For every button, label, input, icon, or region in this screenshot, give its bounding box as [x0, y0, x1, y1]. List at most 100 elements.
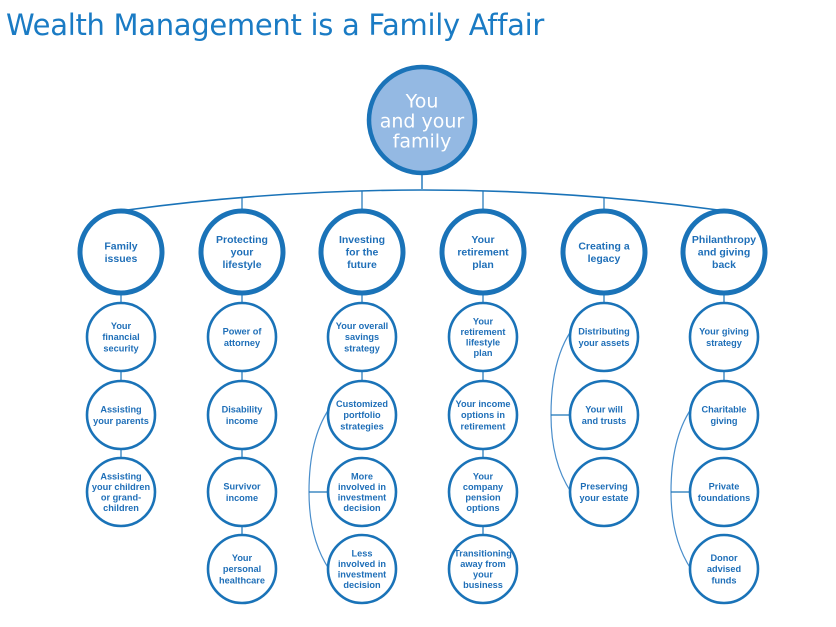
item-label-line: income — [226, 493, 258, 503]
item-label-line: children — [103, 503, 139, 513]
item-label-line: Your will — [585, 405, 623, 415]
item-circle — [447, 533, 519, 605]
root-circle — [366, 64, 478, 176]
item-label-line: Less — [352, 548, 373, 558]
category-label-line: Creating a — [578, 240, 630, 252]
item-label-line: Donor — [710, 553, 737, 563]
page-title: Wealth Management is a Family Affair — [6, 8, 544, 42]
item-label-line: Disability — [222, 405, 264, 415]
bracket-curve — [308, 408, 330, 570]
item-label-line: retirement — [461, 421, 506, 431]
item-label-line: financial — [102, 332, 139, 342]
item-label-line: business — [463, 580, 503, 590]
category-label-line: and giving — [698, 247, 751, 259]
item-circle — [206, 533, 278, 605]
item-circle — [447, 379, 519, 451]
item-label-line: pension — [465, 493, 501, 503]
item-label-line: your estate — [579, 493, 628, 503]
item-label-line: Your — [473, 316, 494, 326]
item-label-line: portfolio — [343, 410, 381, 420]
item-label-line: giving — [710, 416, 737, 426]
bracket-curve — [670, 408, 692, 570]
item-label-line: Your overall — [336, 321, 388, 331]
item-label-line: Your — [111, 321, 132, 331]
item-circle — [85, 456, 157, 528]
category-circle — [77, 208, 165, 296]
item-label-line: attorney — [224, 338, 261, 348]
bracket-curve — [550, 330, 572, 493]
item-label-line: Charitable — [702, 405, 747, 415]
category-circle — [560, 208, 648, 296]
category-label-line: Your — [471, 234, 494, 246]
item-label-line: your children — [92, 482, 151, 492]
category-label-line: for the — [346, 247, 379, 259]
item-label-line: Customized — [336, 399, 388, 409]
item-label-line: foundations — [698, 493, 751, 503]
item-label-line: Power of — [223, 327, 263, 337]
item-label-line: investment — [338, 570, 387, 580]
item-circle — [206, 379, 278, 451]
category-circle — [439, 208, 527, 296]
item-circle — [326, 456, 398, 528]
item-circle — [326, 301, 398, 373]
item-label-line: Private — [709, 482, 740, 492]
item-label-line: security — [103, 343, 139, 353]
item-circle — [326, 533, 398, 605]
item-label-line: options in — [461, 410, 505, 420]
item-circle — [206, 456, 278, 528]
item-label-line: funds — [711, 575, 736, 585]
category-label-line: back — [712, 259, 736, 271]
item-circle — [688, 301, 760, 373]
category-circle — [318, 208, 406, 296]
